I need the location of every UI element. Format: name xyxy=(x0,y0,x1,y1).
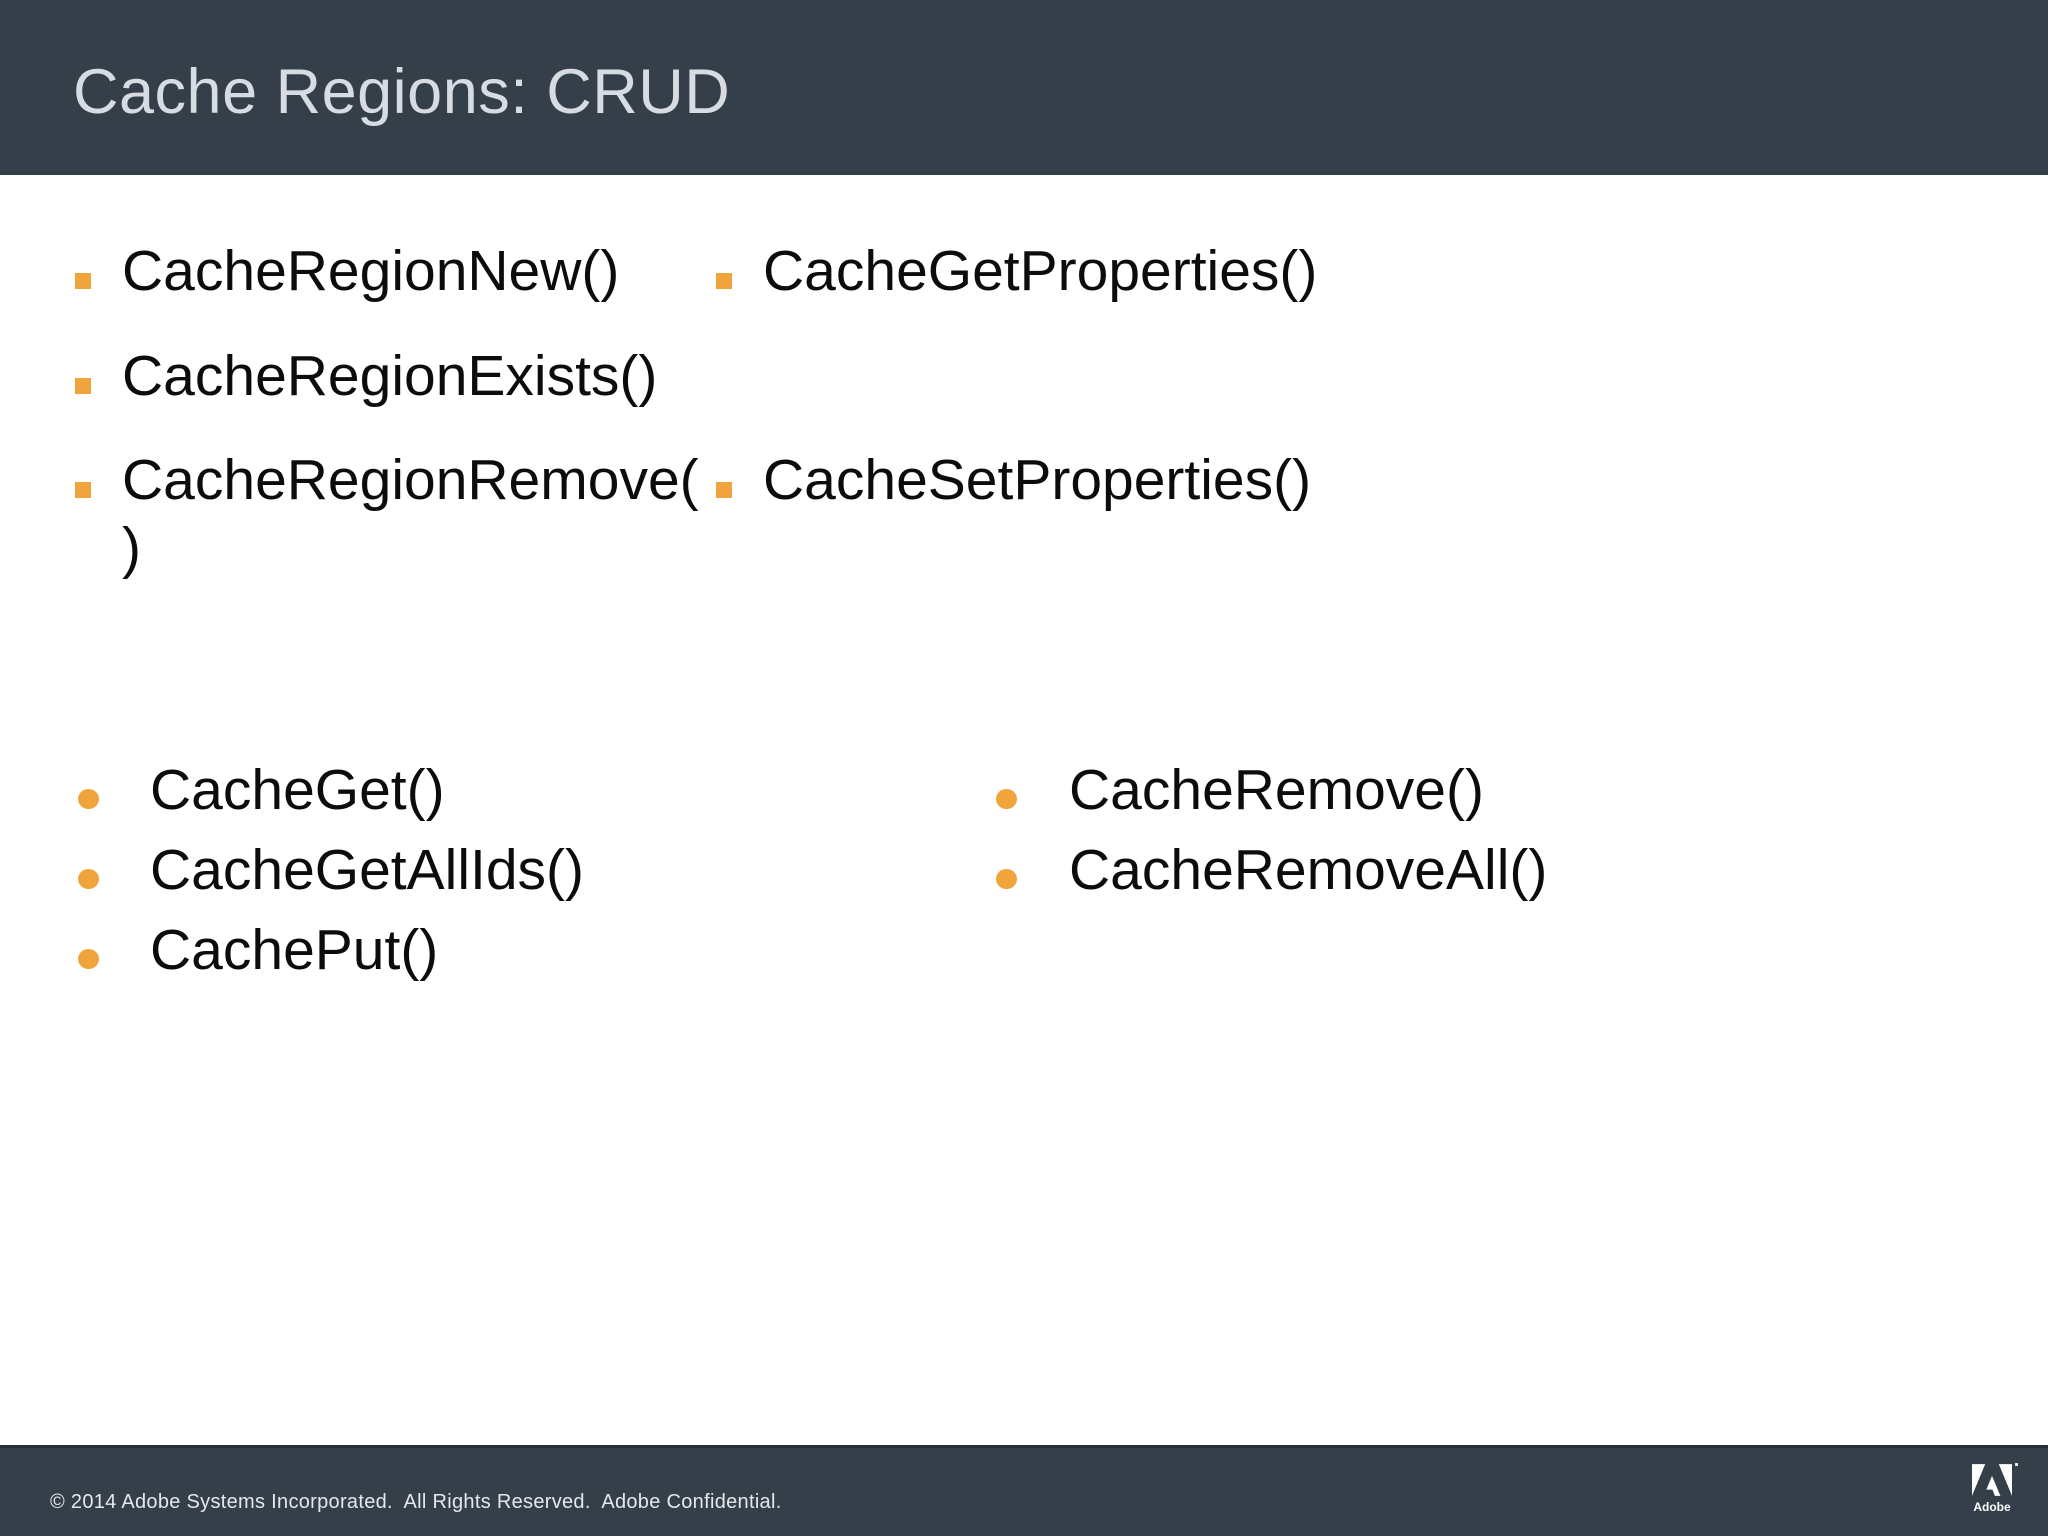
adobe-logo-text: Adobe xyxy=(1973,1500,2011,1514)
list-item-label: CachePut() xyxy=(150,918,439,982)
round-bullet-icon xyxy=(78,789,99,809)
round-bullet-icon xyxy=(78,949,99,969)
list-item-cachegetallids: CacheGetAllIds() xyxy=(78,830,878,910)
list-item-cachegetproperties: CacheGetProperties() xyxy=(716,237,1416,305)
trademark-dot-icon xyxy=(2015,1463,2018,1466)
list-item-label: CacheRemove() xyxy=(1069,758,1484,822)
square-bullet-icon xyxy=(716,482,732,498)
list-item-label: CacheSetProperties() xyxy=(763,448,1312,512)
copyright-text: © 2014 Adobe Systems Incorporated. All R… xyxy=(50,1491,782,1513)
list-item-cacheregionnew: CacheRegionNew() xyxy=(75,237,735,305)
list-item-label: CacheRegionNew() xyxy=(122,239,620,303)
round-bullet-icon xyxy=(996,789,1017,809)
list-item-label: CacheGetProperties() xyxy=(763,239,1318,303)
list-item-cacheremove: CacheRemove() xyxy=(996,750,1796,830)
list-item-label: CacheRegionExists() xyxy=(122,344,658,408)
list-item-label: CacheGet() xyxy=(150,758,445,822)
list-item-cacheregionremove: CacheRegionRemove( ) xyxy=(75,446,735,582)
square-bullet-icon xyxy=(75,482,91,498)
list-item-cacheget: CacheGet() xyxy=(78,750,878,830)
list-item-cacheput: CachePut() xyxy=(78,910,878,990)
square-bullet-icon xyxy=(75,378,91,394)
list-item-label: CacheRegionRemove( ) xyxy=(122,448,699,580)
square-bullet-icon xyxy=(716,273,732,289)
round-bullet-icon xyxy=(996,869,1017,889)
footer-bar: © 2014 Adobe Systems Incorporated. All R… xyxy=(0,1445,2048,1536)
square-bullet-icon xyxy=(75,273,91,289)
round-bullet-icon xyxy=(78,869,99,889)
list-item-cacheremoveall: CacheRemoveAll() xyxy=(996,830,1796,910)
adobe-a-icon xyxy=(1972,1464,2012,1496)
list-item-cachesetproperties: CacheSetProperties() xyxy=(716,446,1416,514)
adobe-logo: Adobe xyxy=(1968,1462,2020,1522)
title-bar: Cache Regions: CRUD xyxy=(0,0,2048,175)
list-item-label: CacheGetAllIds() xyxy=(150,838,584,902)
list-item-label: CacheRemoveAll() xyxy=(1069,838,1548,902)
list-item-cacheregionexists: CacheRegionExists() xyxy=(75,342,735,410)
slide-title: Cache Regions: CRUD xyxy=(73,57,731,127)
